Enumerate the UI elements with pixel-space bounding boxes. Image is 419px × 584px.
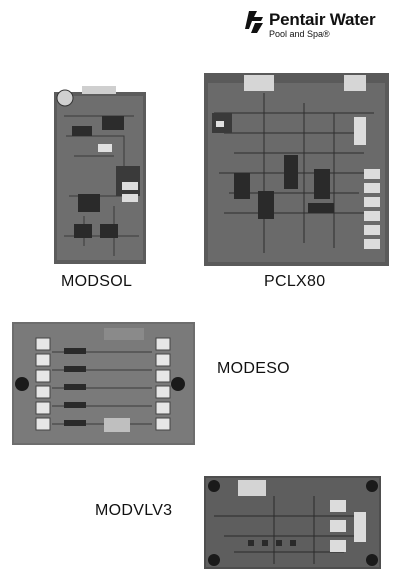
product-label-modeso: MODESO — [217, 360, 290, 377]
pentair-logo-icon — [245, 11, 263, 33]
modsol-board-image — [54, 86, 146, 264]
product-label-modsol: MODSOL — [61, 273, 133, 290]
pclx80-board-image — [204, 73, 389, 266]
product-label-pclx80: PCLX80 — [264, 273, 326, 290]
brand-tagline: Pool and Spa® — [269, 29, 330, 39]
brand-name: Pentair Water — [269, 10, 376, 29]
modvlv3-board-image — [204, 476, 381, 569]
brand-logo: Pentair Water Pool and Spa® — [243, 6, 403, 42]
modeso-board-image — [12, 322, 195, 445]
product-label-modvlv3: MODVLV3 — [95, 502, 173, 519]
